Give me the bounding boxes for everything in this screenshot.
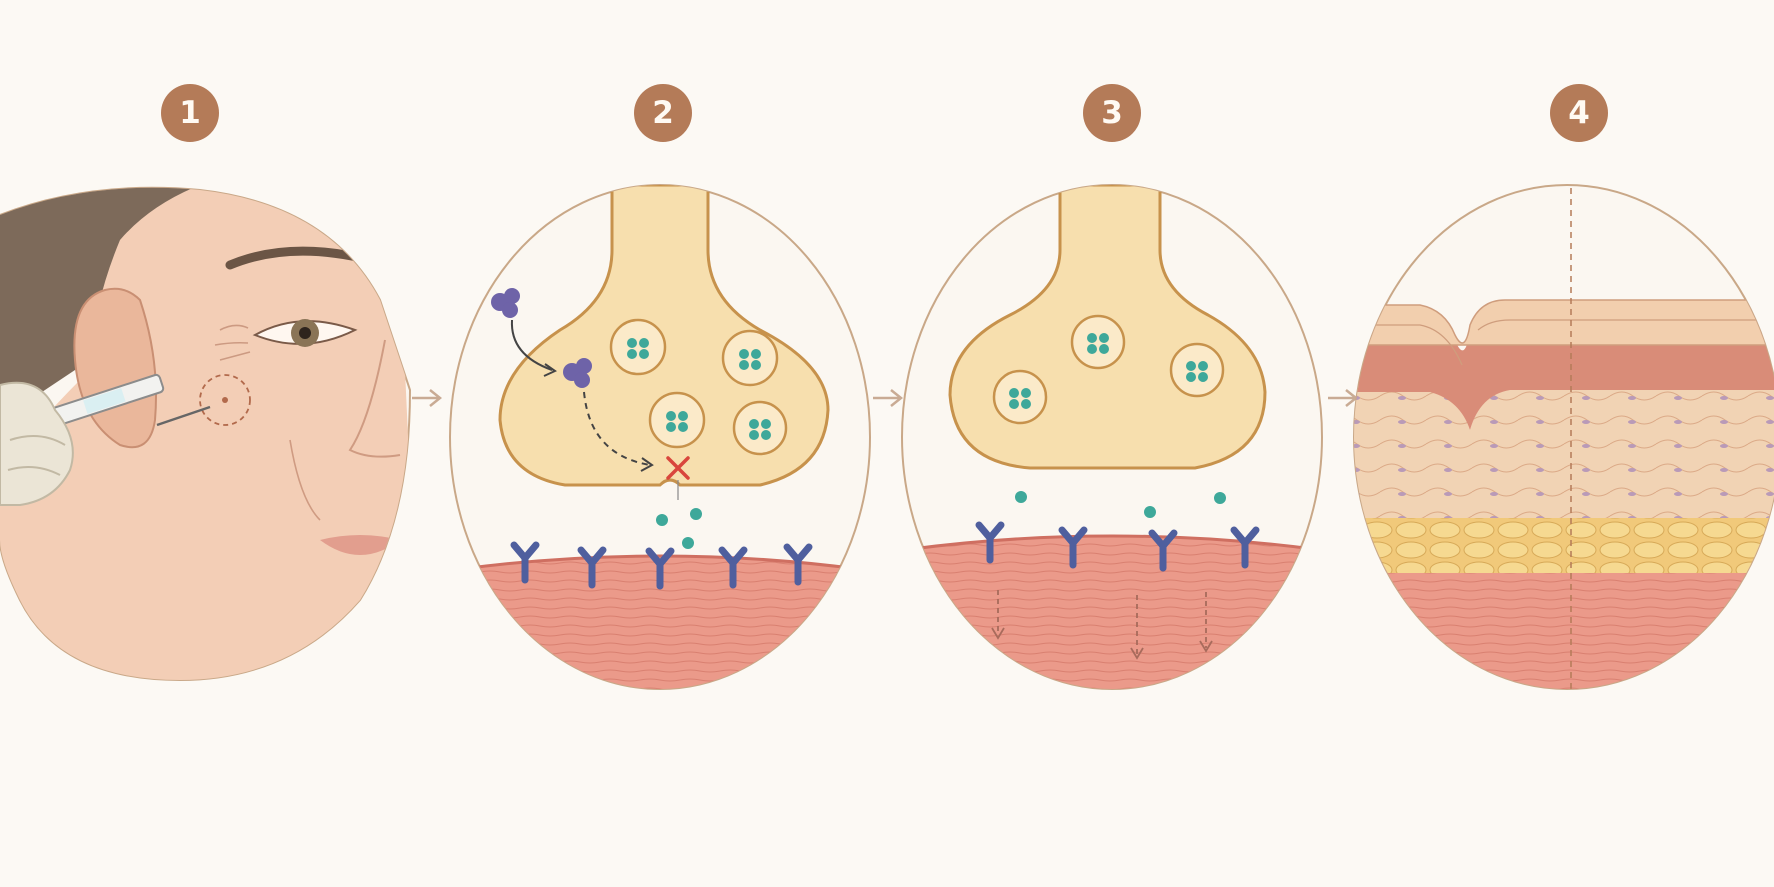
step-1-badge: 1 bbox=[161, 84, 219, 142]
panel-1-injection bbox=[0, 186, 412, 682]
fat-layer bbox=[1354, 515, 1774, 573]
panel-2-release-blocked bbox=[449, 184, 871, 690]
panel-4-skin-result bbox=[1353, 184, 1774, 690]
toxin-molecule-icon bbox=[491, 288, 592, 388]
block-x-icon bbox=[666, 456, 690, 480]
arrow-1-to-2 bbox=[412, 389, 443, 407]
receptor-icons bbox=[510, 541, 813, 590]
dermis-layer bbox=[1354, 385, 1774, 518]
lips bbox=[320, 535, 400, 555]
vesicles bbox=[609, 318, 788, 456]
injection-site-marker bbox=[199, 374, 251, 426]
panel-3-muscle-relaxation bbox=[901, 184, 1323, 690]
arrow-3-to-4 bbox=[1328, 389, 1359, 407]
gloved-hand bbox=[0, 381, 74, 506]
step-2-badge: 2 bbox=[634, 84, 692, 142]
relaxation-arrows bbox=[991, 590, 1213, 660]
step-3-badge: 3 bbox=[1083, 84, 1141, 142]
arrow-2-to-3 bbox=[873, 389, 904, 407]
neurotransmitters bbox=[656, 508, 702, 549]
step-4-badge: 4 bbox=[1550, 84, 1608, 142]
